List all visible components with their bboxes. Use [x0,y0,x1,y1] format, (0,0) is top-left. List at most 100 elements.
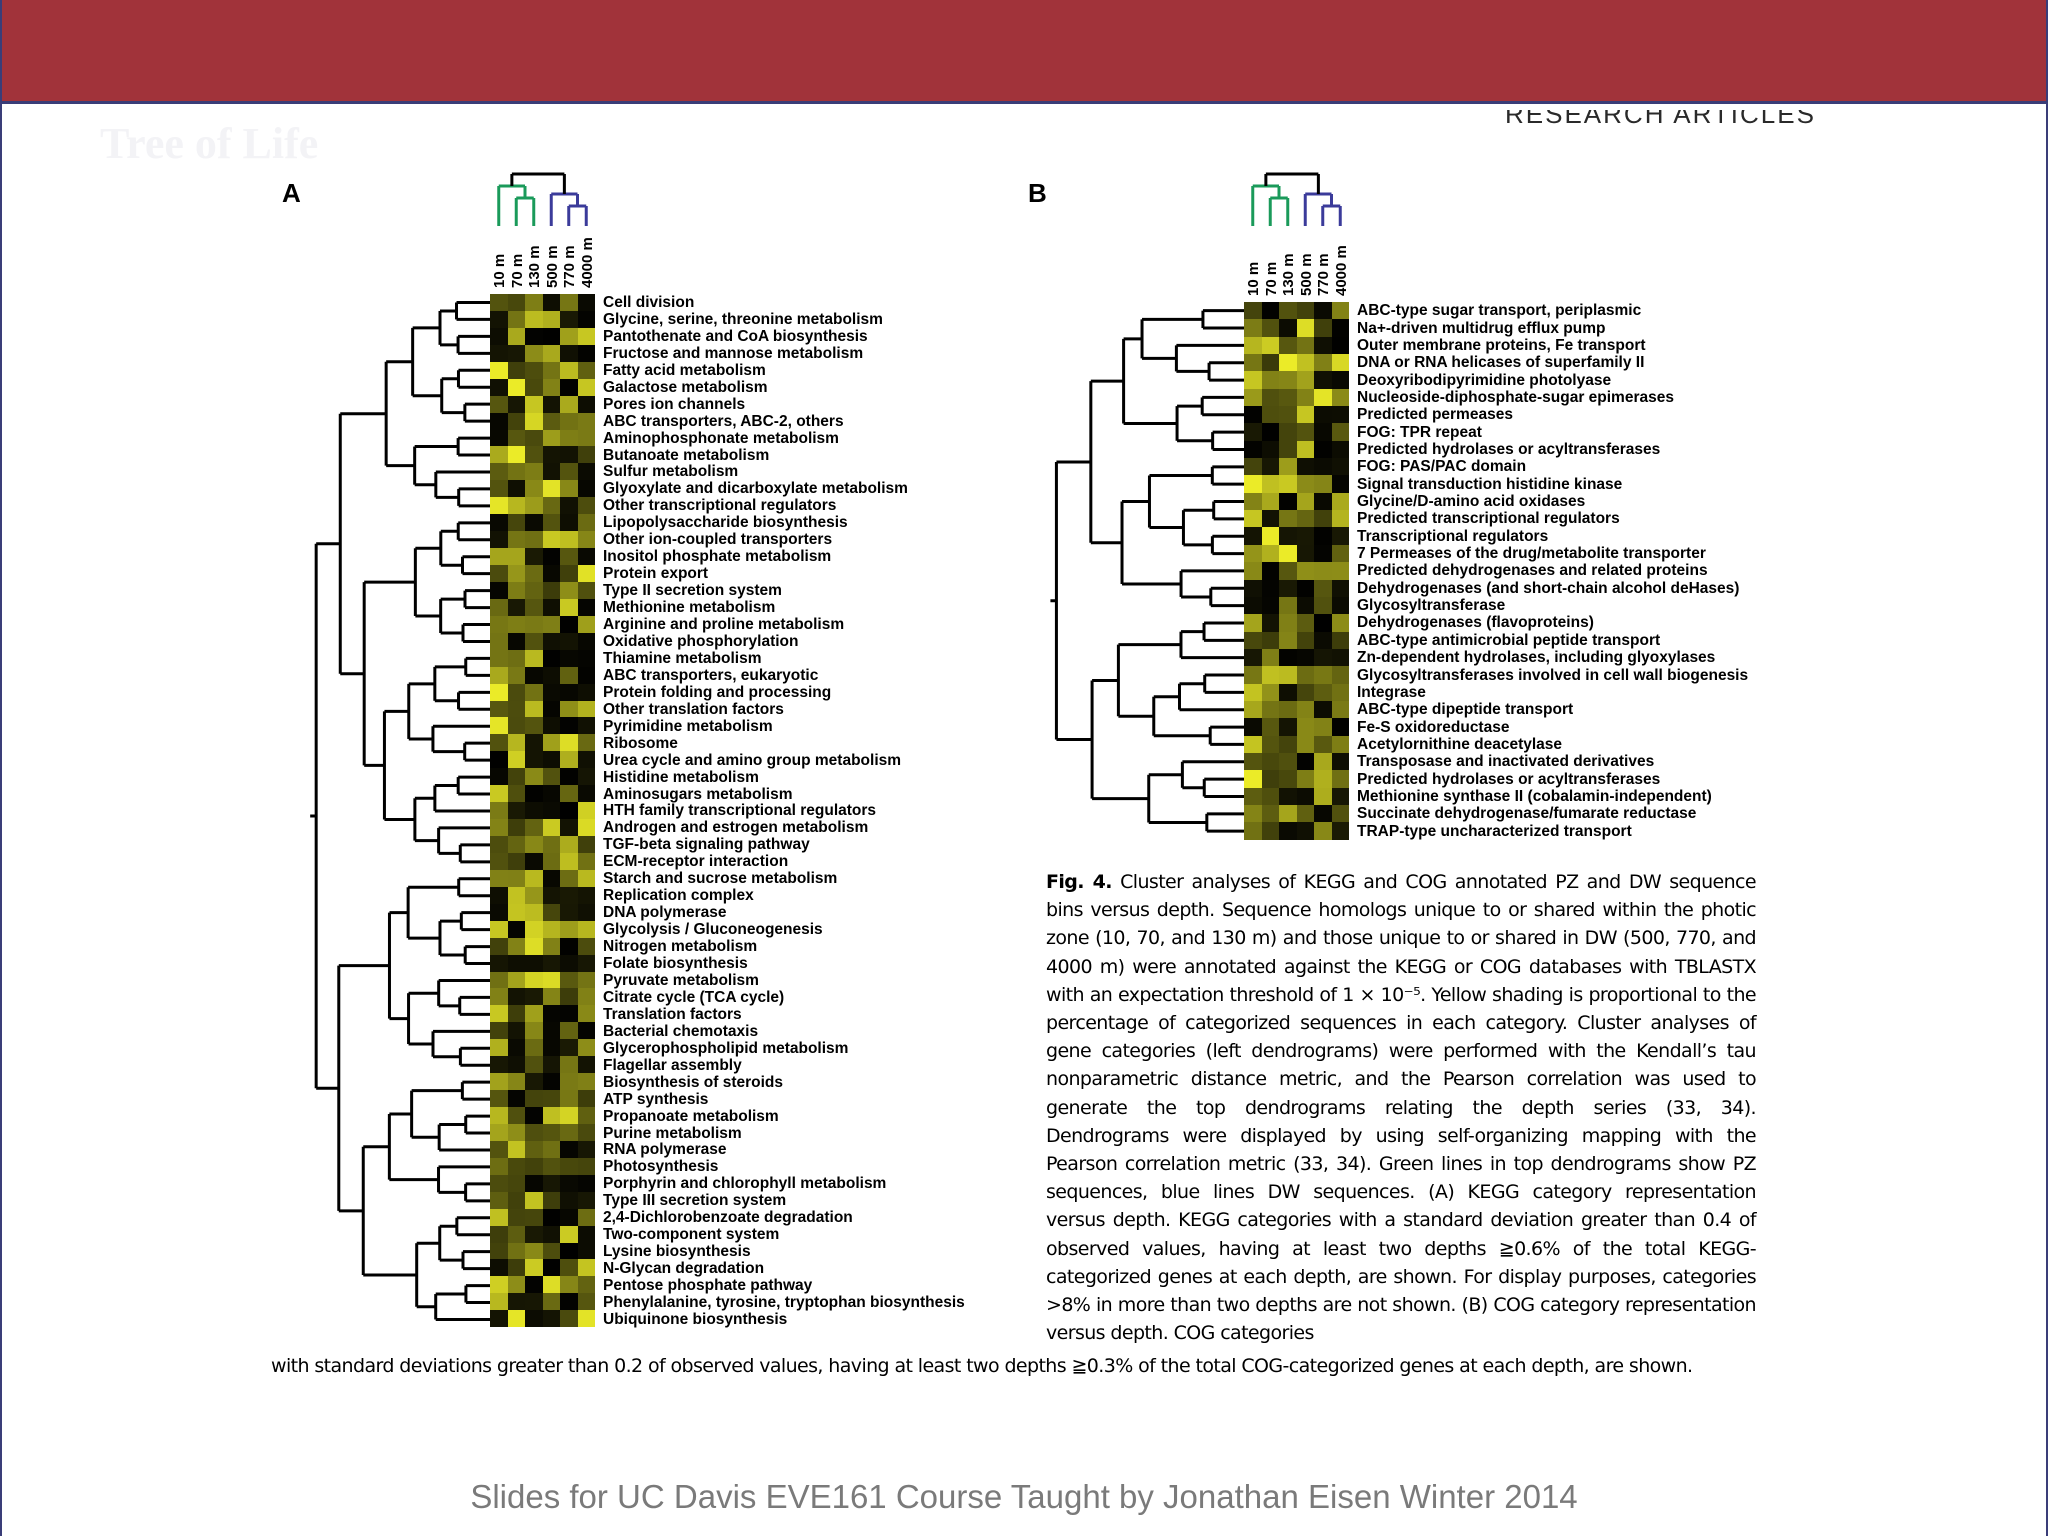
heatmap-cell [560,971,578,989]
heatmap-cell [525,615,543,633]
heatmap-cell [542,581,560,599]
heatmap-cell [507,598,525,616]
heatmap-cell [1244,822,1262,840]
category-label: Ubiquinone biosynthesis [603,1310,788,1328]
heatmap-cell [1244,388,1262,407]
heatmap-cell [490,1005,508,1023]
heatmap-cell [507,1039,525,1057]
heatmap-cell [525,1157,543,1175]
panel-b-heatmap [1244,302,1349,840]
heatmap-cell [542,988,560,1006]
heatmap-cell [507,937,525,955]
heatmap-cell [560,1005,578,1023]
heatmap-cell [577,954,595,972]
heatmap-cell [1296,752,1314,771]
heatmap-cell [577,1191,595,1209]
heatmap-cell [1279,423,1297,441]
depth-label: 10 m [491,253,508,288]
heatmap-cell [507,310,525,328]
category-label: Other translation factors [603,700,784,718]
heatmap-cell [1244,735,1262,753]
heatmap-cell [577,378,595,396]
heatmap-cell [490,954,508,972]
heatmap-cell [490,920,508,938]
heatmap-cell [1314,354,1332,372]
heatmap-cell [1279,787,1297,805]
heatmap-cell [1244,354,1262,372]
category-label: Na+-driven multidrug efflux pump [1357,319,1606,337]
heatmap-cell [525,920,543,938]
heatmap-cell [577,1259,595,1277]
heatmap-cell [525,514,543,532]
heatmap-cell [525,937,543,955]
heatmap-cell [577,615,595,633]
heatmap-cell [1331,440,1349,459]
category-label: Glycine, serine, threonine metabolism [603,310,883,328]
heatmap-cell [577,548,595,565]
heatmap-cell [560,310,578,328]
category-label: Fatty acid metabolism [603,361,766,379]
heatmap-cell [507,1073,525,1091]
heatmap-cell [577,1123,595,1141]
heatmap-cell [577,327,595,345]
heatmap-cell [507,666,525,684]
category-label: TGF-beta signaling pathway [603,836,810,854]
category-label: Glycosyltransferases involved in cell wa… [1357,666,1749,684]
heatmap-cell [525,412,543,430]
heatmap-cell [525,1039,543,1057]
heatmap-cell [507,531,525,549]
heatmap-cell [560,751,578,769]
heatmap-cell [507,1022,525,1040]
heatmap-cell [1261,700,1279,719]
heatmap-cell [577,598,595,616]
heatmap-cell [525,598,543,616]
heatmap-cell [1296,527,1314,545]
category-label: ABC-type dipeptide transport [1357,701,1574,719]
heatmap-cell [525,1259,543,1277]
heatmap-cell [1279,319,1297,337]
heatmap-cell [577,1276,595,1294]
heatmap-cell [525,1310,543,1328]
heatmap-cell [490,310,508,328]
heatmap-cell [490,717,508,735]
heatmap-cell [490,531,508,549]
category-label: Glycolysis / Gluconeogenesis [603,921,823,939]
category-label: Oxidative phosphorylation [603,632,799,650]
category-label: Porphyrin and chlorophyll metabolism [603,1175,887,1193]
heatmap-cell [490,751,508,769]
heatmap-cell [507,446,525,464]
heatmap-cell [1314,371,1332,389]
heatmap-cell [1296,440,1314,459]
heatmap-cell [1331,458,1349,476]
heatmap-cell [1244,579,1262,597]
heatmap-cell [1296,683,1314,701]
category-label: Fe-S oxidoreductase [1357,718,1510,736]
heatmap-cell [490,1293,508,1311]
heatmap-cell [525,581,543,599]
depth-label: 4000 m [1332,245,1350,296]
category-label: Protein export [603,565,709,583]
category-label: 7 Permeases of the drug/metabolite trans… [1357,545,1706,563]
heatmap-cell [1279,614,1297,632]
heatmap-cell [1314,440,1332,459]
heatmap-cell [542,649,560,667]
heatmap-cell [542,700,560,718]
heatmap-cell [525,954,543,972]
heatmap-cell [1296,371,1314,389]
heatmap-cell [1279,770,1297,788]
depth-label: 70 m [508,253,526,288]
heatmap-cell [525,836,543,853]
heatmap-cell [525,548,543,565]
heatmap-cell [1296,423,1314,441]
heatmap-cell [507,819,525,836]
heatmap-cell [525,1293,543,1311]
heatmap-cell [525,1225,543,1243]
heatmap-cell [1314,770,1332,788]
heatmap-cell [577,768,595,786]
heatmap-cell [542,869,560,887]
heatmap-cell [542,1225,560,1243]
heatmap-cell [560,717,578,735]
heatmap-cell [525,395,543,413]
heatmap-cell [1296,510,1314,528]
heatmap-cell [525,310,543,328]
